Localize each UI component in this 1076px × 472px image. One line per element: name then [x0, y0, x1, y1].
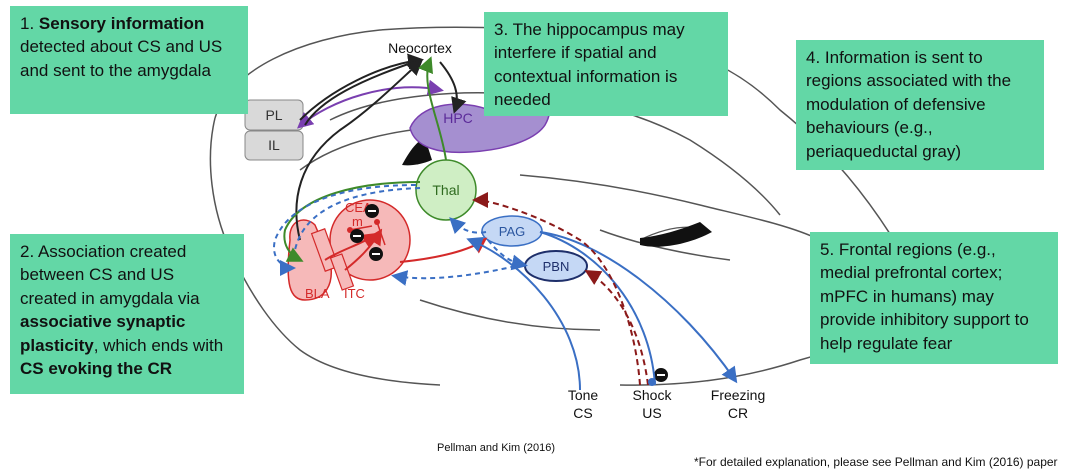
hpc-label: HPC	[443, 110, 473, 126]
pag-label: PAG	[499, 224, 526, 239]
box4-text: 4. Information is sent to regions associ…	[806, 48, 1012, 161]
cea-m-label: m	[352, 214, 363, 229]
box2-bold1: associative synaptic plasticity	[20, 312, 186, 355]
box3-text: 3. The hippocampus may interfere if spat…	[494, 20, 685, 110]
box2-text2: , which ends with	[93, 335, 224, 355]
box2-bold2: CS evoking the CR	[20, 359, 173, 379]
pl-label: PL	[265, 107, 282, 123]
pathway-arrows	[273, 53, 738, 391]
inhibitory-icon	[369, 247, 383, 261]
inhibitory-icon	[350, 229, 364, 243]
pbn-label: PBN	[543, 259, 570, 274]
info-box-4: 4. Information is sent to regions associ…	[796, 40, 1044, 170]
box5-text: 5. Frontal regions (e.g., medial prefron…	[820, 240, 1029, 353]
freezing-label: Freezing	[711, 387, 765, 403]
pl-box: PL	[244, 99, 304, 131]
info-box-2: 2. Association created between CS and US…	[10, 234, 244, 394]
box1-text: detected about CS and US and sent to the…	[20, 37, 223, 80]
freezing-cr-label: CR	[728, 405, 748, 421]
ventricle-shape	[640, 222, 712, 247]
shock-label: Shock	[633, 387, 673, 403]
itc-label: ITC	[344, 286, 365, 301]
citation: Pellman and Kim (2016)	[437, 442, 556, 454]
il-label: IL	[268, 137, 280, 153]
tone-label: Tone	[568, 387, 599, 403]
bla-label: BLA	[305, 286, 330, 301]
info-box-1: 1. Sensory information detected about CS…	[10, 6, 248, 114]
inhibitory-icon	[654, 368, 668, 382]
thal-region: Thal	[415, 159, 477, 221]
info-box-3: 3. The hippocampus may interfere if spat…	[484, 12, 728, 116]
pbn-region: PBN	[524, 250, 588, 282]
neocortex-label: Neocortex	[388, 40, 452, 56]
shock-us-label: US	[642, 405, 661, 421]
amygdala-region: CEA m l BLA ITC	[287, 199, 411, 301]
box1-number: 1.	[20, 14, 35, 33]
tone-cs-label: CS	[573, 405, 592, 421]
inhibitory-icon	[365, 204, 379, 218]
thal-label: Thal	[432, 182, 459, 198]
info-box-5: 5. Frontal regions (e.g., medial prefron…	[810, 232, 1058, 364]
pag-region: PAG	[481, 215, 543, 247]
box1-bold: Sensory information	[38, 14, 205, 33]
box2-text1: 2. Association created between CS and US…	[20, 242, 200, 308]
il-box: IL	[244, 130, 304, 161]
footnote: *For detailed explanation, please see Pe…	[694, 455, 1058, 469]
